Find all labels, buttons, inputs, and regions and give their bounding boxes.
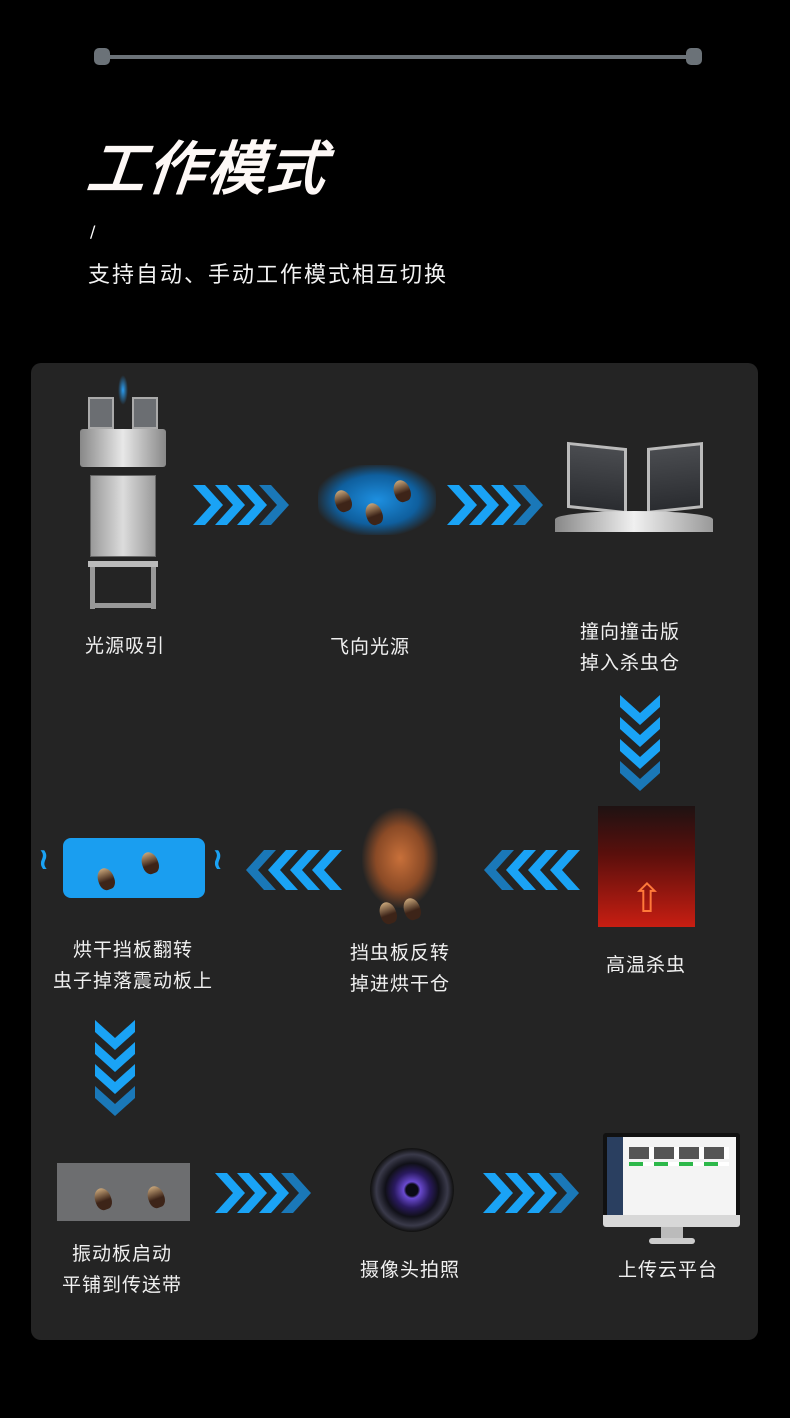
page-title: 工作模式 <box>83 135 332 203</box>
camera-lens-icon <box>370 1148 454 1232</box>
vibration-icon: ≀ <box>38 842 50 877</box>
flow-arrow-right <box>483 1173 580 1217</box>
chevron-icon <box>447 485 477 525</box>
step-label-impact: 撞向撞击版掉入杀虫仓 <box>580 617 680 679</box>
chevron-icon <box>550 850 580 890</box>
step-label-dry-flip: 烘干挡板翻转虫子掉落震动板上 <box>53 935 213 997</box>
chevron-icon <box>259 1173 289 1213</box>
step-label-flip-baffle: 挡虫板反转掉进烘干仓 <box>350 938 450 1000</box>
chevron-icon <box>506 850 536 890</box>
chevron-icon <box>312 850 342 890</box>
heat-kill-image: ⇧ <box>598 806 695 927</box>
flow-arrow-right <box>215 1173 312 1217</box>
chevron-icon <box>620 761 660 791</box>
chevron-icon <box>259 485 289 525</box>
chevron-icon <box>95 1086 135 1116</box>
label-line: 撞向撞击版 <box>579 621 681 643</box>
heat-arrow-icon: ⇧ <box>630 876 664 922</box>
step-label-camera: 摄像头拍照 <box>360 1255 460 1286</box>
chevron-icon <box>193 485 223 525</box>
trap-machine-image <box>80 375 166 612</box>
title-tick: / <box>90 222 96 241</box>
flow-arrow-right <box>447 485 544 529</box>
impact-plates-image <box>555 441 713 532</box>
step-label-heat-kill: 高温杀虫 <box>606 950 686 981</box>
label-line: 挡虫板反转 <box>349 942 451 964</box>
flow-arrow-left <box>245 850 342 894</box>
chevron-icon <box>505 1173 535 1213</box>
chevron-icon <box>215 1173 245 1213</box>
label-line: 掉入杀虫仓 <box>579 652 681 674</box>
chevron-icon <box>215 485 245 525</box>
vibration-icon: ≀ <box>212 842 224 877</box>
flow-arrow-left <box>483 850 580 894</box>
decorative-line <box>102 55 694 59</box>
chevron-icon <box>95 1042 135 1072</box>
chevron-icon <box>620 717 660 747</box>
chevron-icon <box>528 850 558 890</box>
chevron-icon <box>483 1173 513 1213</box>
flow-arrow-down <box>620 695 660 796</box>
step-label-fly-to-light: 飞向光源 <box>330 632 410 663</box>
page-subtitle: 支持自动、手动工作模式相互切换 <box>88 263 449 288</box>
label-line: 高温杀虫 <box>605 954 687 976</box>
chevron-icon <box>290 850 320 890</box>
vibration-plate-image <box>63 838 205 898</box>
chevron-icon <box>281 1173 311 1213</box>
chevron-icon <box>95 1020 135 1050</box>
chevron-icon <box>491 485 521 525</box>
flow-arrow-right <box>193 485 290 529</box>
label-line: 上传云平台 <box>617 1259 719 1281</box>
monitor-image <box>603 1133 740 1245</box>
label-line: 平铺到传送带 <box>61 1274 183 1296</box>
chevron-icon <box>620 695 660 725</box>
label-line: 振动板启动 <box>71 1243 173 1265</box>
chevron-icon <box>527 1173 557 1213</box>
chevron-icon <box>513 485 543 525</box>
chevron-icon <box>268 850 298 890</box>
label-line: 摄像头拍照 <box>359 1259 461 1281</box>
chevron-icon <box>469 485 499 525</box>
line-end-dot <box>94 48 110 65</box>
chevron-icon <box>237 1173 267 1213</box>
conveyor-board-image <box>57 1163 190 1221</box>
chevron-icon <box>237 485 267 525</box>
flow-arrow-down <box>95 1020 135 1121</box>
label-line: 虫子掉落震动板上 <box>52 970 214 992</box>
chevron-icon <box>246 850 276 890</box>
step-label-vibrate: 振动板启动平铺到传送带 <box>62 1239 182 1301</box>
label-line: 烘干挡板翻转 <box>72 939 194 961</box>
label-line: 飞向光源 <box>329 636 411 658</box>
chevron-icon <box>484 850 514 890</box>
drying-glow <box>362 808 438 908</box>
label-line: 光源吸引 <box>84 635 166 657</box>
chevron-icon <box>95 1064 135 1094</box>
line-end-dot <box>686 48 702 65</box>
chevron-icon <box>620 739 660 769</box>
step-label-light-attract: 光源吸引 <box>85 631 165 662</box>
chevron-icon <box>549 1173 579 1213</box>
step-label-upload: 上传云平台 <box>618 1255 718 1286</box>
label-line: 掉进烘干仓 <box>349 973 451 995</box>
